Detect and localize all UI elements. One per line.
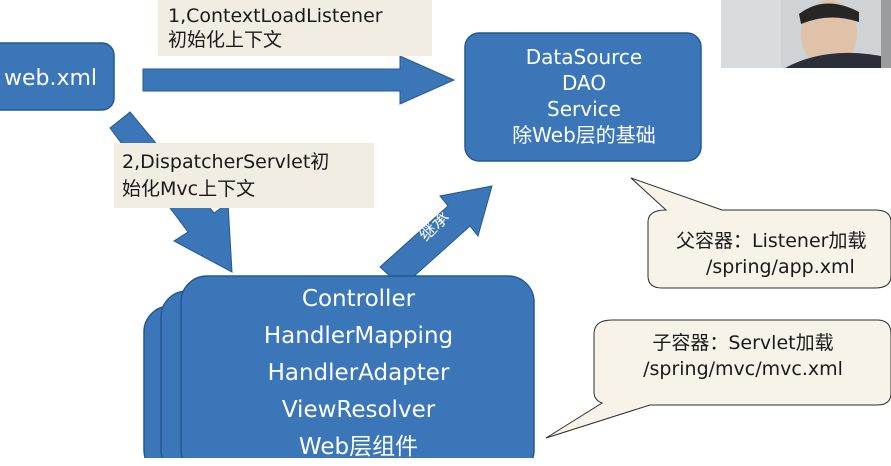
child-callout-line: /spring/mvc/mvc.xml [643,358,843,380]
web-component-line: HandlerAdapter [267,360,450,386]
child-callout-line: 子容器：Servlet加载 [652,332,834,354]
step1-line: 初始化上下文 [168,29,283,51]
step2-note: 2,DispatcherServlet初 始化Mvc上下文 [114,143,374,208]
parent-callout-line: /spring/app.xml [706,256,855,278]
child-callout-bubble [545,319,891,439]
web-component-line: ViewResolver [281,397,436,423]
web-components-text: Controller HandlerMapping HandlerAdapter… [196,281,521,466]
arrow-to-root-context [142,55,456,105]
step2-line: 2,DispatcherServlet初 [122,151,330,173]
web-component-line: Web层组件 [298,434,419,460]
step1-line: 1,ContextLoadListener [168,5,383,27]
parent-callout-line: 父容器：Listener加载 [676,230,867,252]
web-component-line: HandlerMapping [263,323,454,349]
root-line: 除Web层的基础 [512,123,656,147]
web-xml-box [0,42,115,111]
root-context-text: DataSource DAO Service 除Web层的基础 [466,44,702,148]
step2-line: 始化Mvc上下文 [122,178,256,200]
web-xml-label: web.xml [4,66,98,91]
web-components-box-front [180,275,535,458]
presenter-image [721,0,891,68]
webcam-inset [721,0,891,68]
parent-callout-text: 父容器：Listener加载 /spring/app.xml [676,228,866,280]
root-line: DataSource [525,45,643,69]
step1-note: 1,ContextLoadListener 初始化上下文 [158,0,432,56]
parent-callout-bubble [630,177,891,289]
web-component-line: Controller [301,286,416,312]
child-callout-text: 子容器：Servlet加载 /spring/mvc/mvc.xml [598,330,888,382]
root-line: DAO [561,71,607,95]
root-context-box [464,32,702,162]
root-line: Service [547,97,621,121]
